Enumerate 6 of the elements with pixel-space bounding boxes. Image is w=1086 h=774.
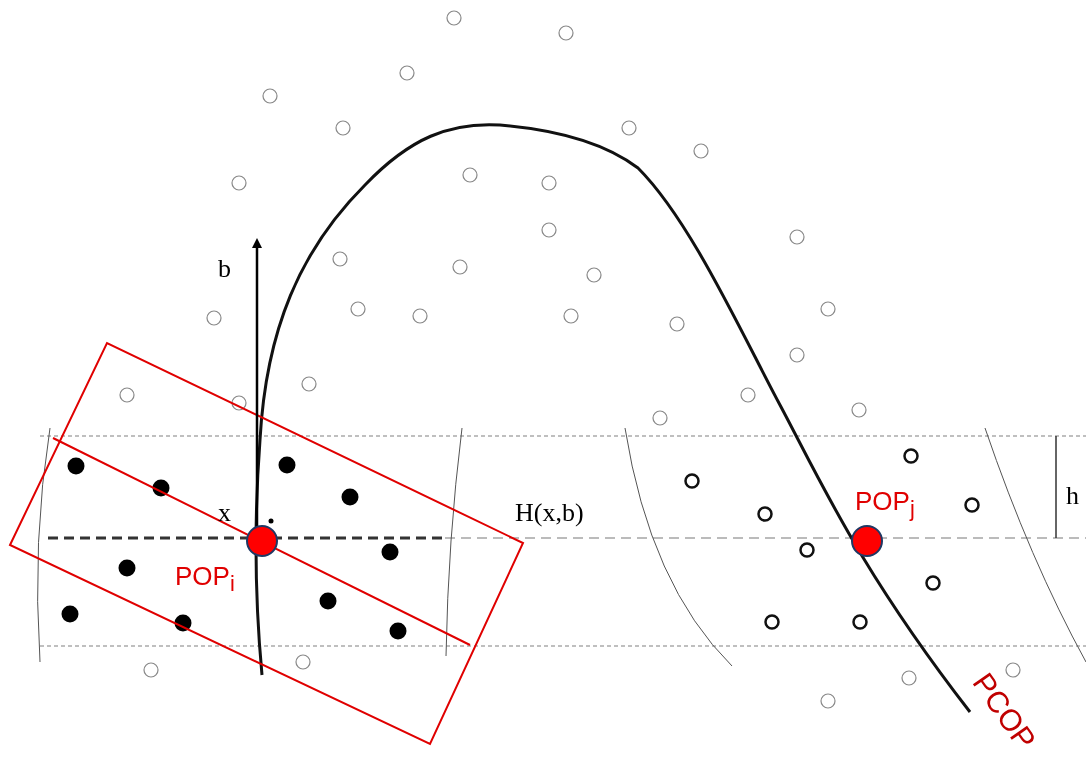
dimension-label: h xyxy=(1066,483,1079,509)
region-label: H(x,b) xyxy=(515,500,584,526)
point-label: POP$_{j}$ xyxy=(855,488,915,520)
point-label: POP$_{i}$ xyxy=(175,563,235,595)
axis-label: b xyxy=(218,256,231,282)
point-label: x xyxy=(218,500,231,526)
